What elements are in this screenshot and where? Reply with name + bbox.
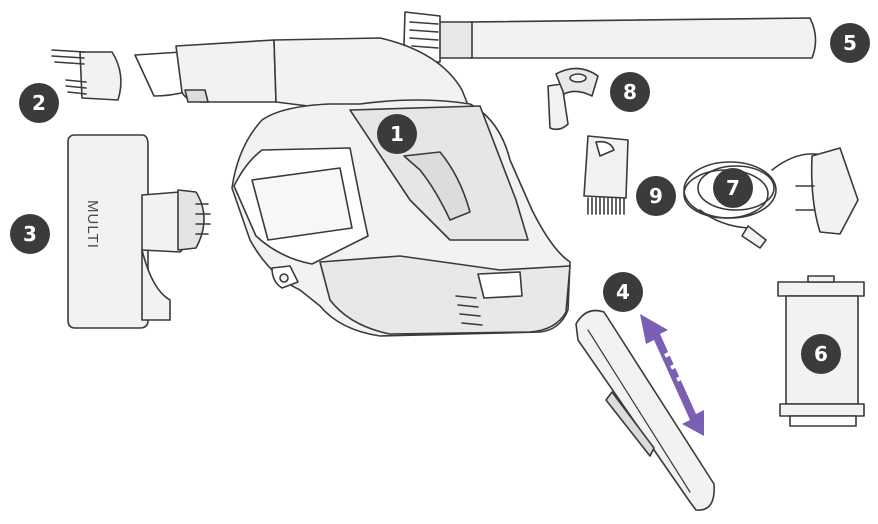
- badge-6: 6: [801, 334, 841, 374]
- svg-text:1: 1: [390, 122, 404, 146]
- extend-arrow: [640, 314, 704, 436]
- svg-text:8: 8: [623, 80, 637, 104]
- badge-3: 3: [10, 214, 50, 254]
- charger-drawing: [683, 147, 859, 249]
- badge-5: 5: [830, 23, 870, 63]
- multi-tool-label: MULTI: [84, 200, 101, 249]
- svg-text:4: 4: [616, 280, 630, 304]
- svg-text:9: 9: [649, 184, 663, 208]
- svg-text:3: 3: [23, 222, 37, 246]
- cleaning-comb-drawing: [583, 135, 629, 215]
- dusting-brush-drawing: [51, 49, 122, 101]
- svg-text:7: 7: [726, 176, 740, 200]
- svg-text:5: 5: [843, 31, 857, 55]
- badge-9: 9: [636, 176, 676, 216]
- extension-wand-drawing: [403, 11, 817, 63]
- multi-tool-drawing: [67, 134, 211, 329]
- badge-2: 2: [19, 83, 59, 123]
- badge-7: 7: [713, 168, 753, 208]
- handheld-unit-drawing: [134, 37, 571, 337]
- svg-text:2: 2: [32, 91, 46, 115]
- badge-4: 4: [603, 272, 643, 312]
- spare-part-drawing: [547, 67, 599, 131]
- svg-text:6: 6: [814, 342, 828, 366]
- crevice-tool-drawing: [575, 309, 715, 511]
- badge-8: 8: [610, 72, 650, 112]
- badge-1: 1: [377, 114, 417, 154]
